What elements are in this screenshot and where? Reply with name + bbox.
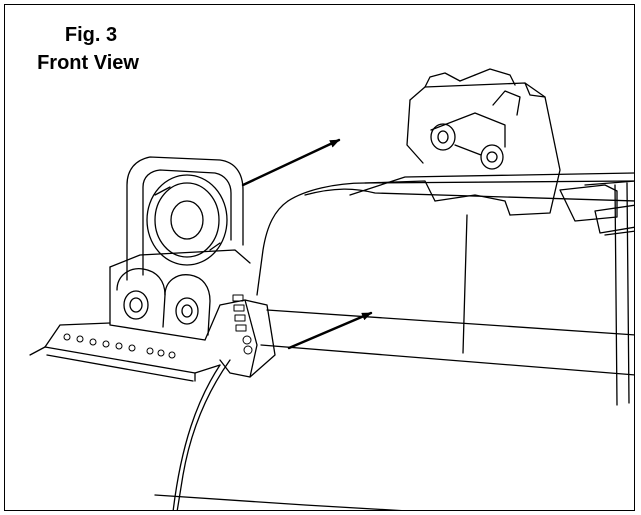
lower-arrow (287, 311, 373, 350)
upper-arrow (241, 138, 341, 187)
line-drawing (29, 68, 634, 510)
base-plate-markings (63, 333, 176, 359)
connector-pins (232, 294, 253, 355)
figure-caption: Fig. 3 Front View (13, 21, 163, 77)
rear-bracket (406, 68, 634, 236)
device-housing (154, 172, 634, 510)
figure-view-label: Front View (37, 52, 139, 74)
figure-frame: Fig. 3 Front View (4, 4, 635, 511)
figure-number: Fig. 3 (64, 24, 118, 46)
front-bracket (29, 156, 276, 382)
